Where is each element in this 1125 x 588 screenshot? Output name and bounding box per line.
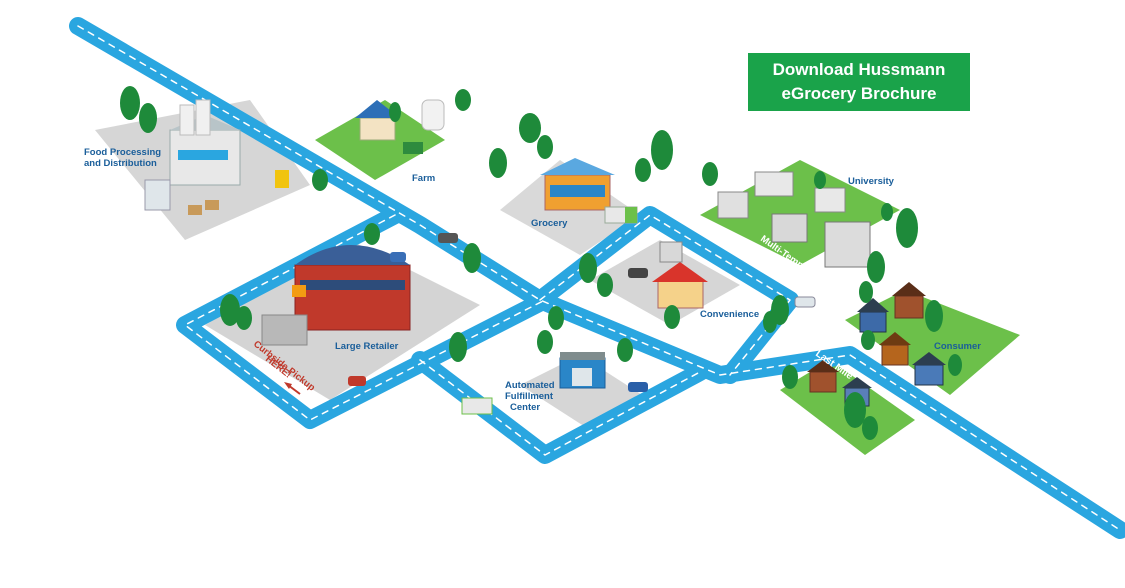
car-icon xyxy=(795,297,815,307)
download-brochure-button[interactable]: Download Hussmann eGrocery Brochure xyxy=(748,53,970,111)
label-university: University xyxy=(848,176,895,187)
label-convenience: Convenience xyxy=(700,309,759,320)
label-automated: Automated xyxy=(505,380,555,391)
label-food-processing-line2: and Distribution xyxy=(84,158,157,169)
label-consumer: Consumer xyxy=(934,341,981,352)
brochure-line2: eGrocery Brochure xyxy=(748,82,970,106)
label-automated-line2: Fulfillment xyxy=(505,391,554,402)
label-large-retailer: Large Retailer xyxy=(335,341,399,352)
label-food-processing: Food Processing xyxy=(84,147,161,158)
label-automated-line3: Center xyxy=(510,402,540,413)
fulfillment-center-icon xyxy=(560,352,605,388)
car-icon xyxy=(348,376,366,386)
car-icon xyxy=(390,252,406,262)
car-icon xyxy=(628,382,648,392)
label-grocery: Grocery xyxy=(531,218,568,229)
label-farm: Farm xyxy=(412,173,435,184)
car-icon xyxy=(628,268,648,278)
delivery-van-icon xyxy=(462,398,492,414)
brochure-line1: Download Hussmann xyxy=(748,58,970,82)
car-icon xyxy=(438,233,458,243)
